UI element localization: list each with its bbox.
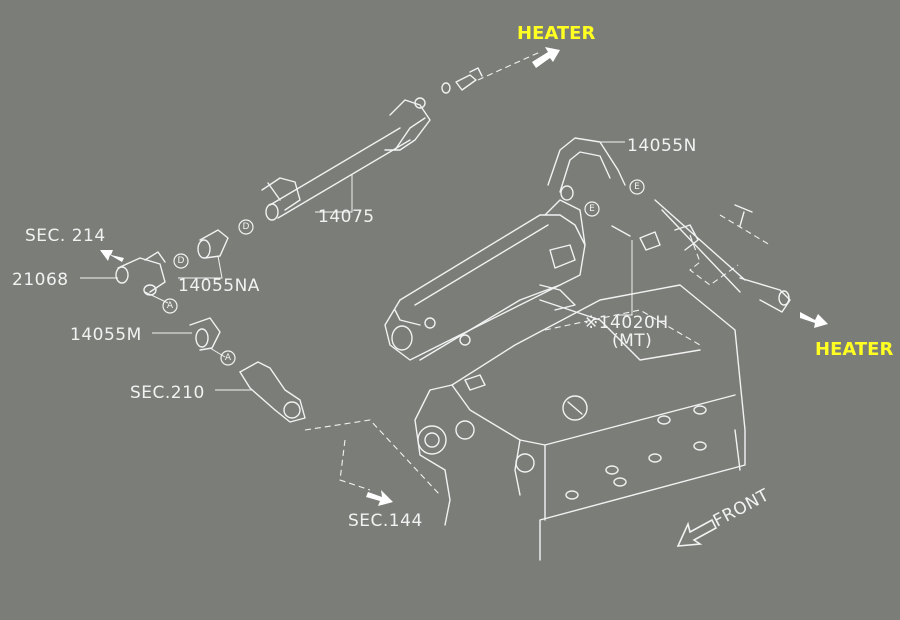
callout-A-lower: A: [220, 350, 236, 366]
heater-route-top: [477, 51, 541, 81]
leader-lines: [80, 141, 633, 391]
hose-14055M: [189, 317, 221, 351]
callout-letter: E: [634, 182, 640, 192]
section-label-144: SEC.144: [348, 511, 423, 531]
hose-14055N: [547, 137, 791, 313]
sec214-arrow-icon: [100, 250, 124, 262]
section-label-210: SEC.210: [130, 383, 205, 403]
callout-letter: D: [178, 256, 185, 266]
callout-E-lower: E: [584, 201, 600, 217]
part-label-14055NA: 14055NA: [178, 276, 260, 296]
heater-label-right: HEATER: [815, 339, 893, 360]
heater-top-arrow-icon: [532, 47, 560, 68]
part-label-14075: 14075: [318, 207, 375, 227]
callout-letter: A: [167, 301, 174, 311]
part-label-14055M: 14055M: [70, 325, 142, 345]
front-arrow-icon: [676, 518, 718, 547]
front-direction-label: FRONT: [710, 485, 773, 531]
callout-E-upper: E: [629, 179, 645, 195]
hose-14055NA: [197, 229, 229, 259]
engine-block: [414, 284, 746, 561]
callout-A-upper: A: [162, 298, 178, 314]
part-label-21068: 21068: [12, 270, 69, 290]
callout-letter: D: [243, 222, 250, 232]
heater-right-arrow-icon: [800, 312, 828, 328]
part-label-14055N: 14055N: [627, 136, 697, 156]
part-note-mt: (MT): [612, 331, 652, 351]
intake-manifold: [384, 199, 586, 391]
callout-D-upper: D: [238, 219, 254, 235]
callout-letter: A: [225, 353, 232, 363]
heater-label-top: HEATER: [517, 23, 595, 44]
section-label-214: SEC. 214: [25, 226, 106, 246]
callout-letter: E: [589, 204, 595, 214]
thermostat-housing: [239, 361, 441, 496]
sec144-arrow-icon: [366, 490, 393, 506]
part-label-14020H: ※14020H: [584, 313, 669, 333]
connector-21068: [115, 251, 166, 296]
callout-D-lower: D: [173, 253, 189, 269]
water-pipe-14075: [261, 67, 483, 221]
